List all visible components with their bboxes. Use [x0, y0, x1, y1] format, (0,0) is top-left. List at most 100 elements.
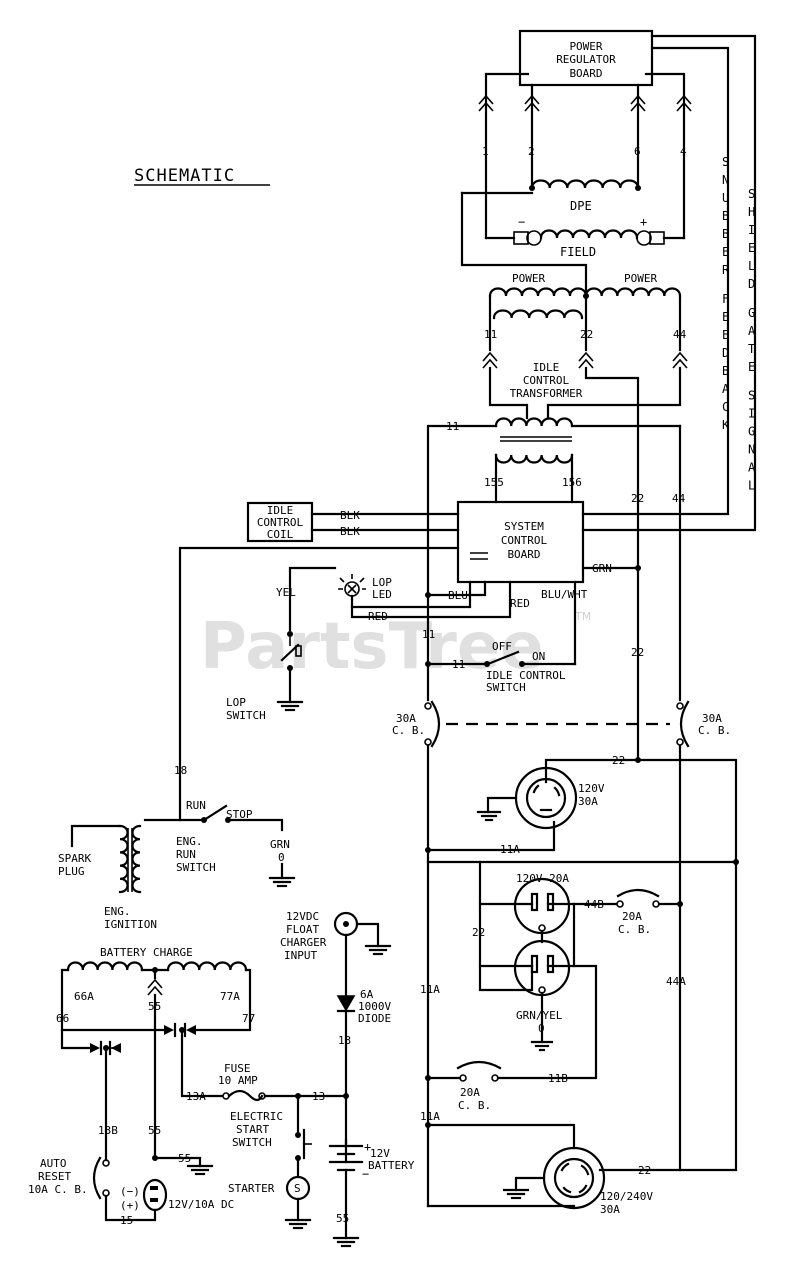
receptacle-120-240v-30a: 120/240V 30A: [426, 1123, 653, 1216]
svg-text:C. B.: C. B.: [392, 724, 425, 737]
wire-11a-low-label: 11A: [420, 1110, 440, 1123]
svg-text:30A: 30A: [578, 795, 598, 808]
cb-30a-right: 30A C. B.: [676, 700, 731, 904]
wire-55-ground-label: 55: [178, 1152, 191, 1165]
duplex-receptacle-120v-20a: 120V 20A GRN/YEL 0 22: [472, 872, 576, 1052]
dc-output-receptacle: (−) (+) 12V/10A DC: [120, 1178, 234, 1212]
svg-text:+: +: [640, 215, 647, 229]
svg-text:BLK: BLK: [340, 525, 360, 538]
wire-22-mid-label: 22: [631, 646, 644, 659]
svg-text:120V: 120V: [578, 782, 605, 795]
svg-text:6A: 6A: [360, 988, 374, 1001]
charge-diodes: [90, 1022, 196, 1056]
wire-11a-label: 11A: [500, 843, 520, 856]
wire-11b-label: 11B: [548, 1072, 568, 1085]
dpe-coil: DPE: [460, 179, 641, 298]
svg-text:20A: 20A: [460, 1086, 480, 1099]
diode-6a: 6A 1000V DIODE 13: [336, 988, 391, 1164]
pin-4-label: 4: [680, 145, 687, 158]
svg-text:(−): (−): [120, 1185, 140, 1198]
svg-text:30A: 30A: [702, 712, 722, 725]
battery-12v: + − 12V BATTERY 55: [328, 1138, 415, 1248]
svg-text:PLUG: PLUG: [58, 865, 85, 878]
battery-charge-winding: BATTERY CHARGE 55 66A 77A 66 77: [56, 946, 255, 1160]
svg-text:INPUT: INPUT: [284, 949, 317, 962]
svg-text:DIODE: DIODE: [358, 1012, 391, 1025]
svg-text:AUTO: AUTO: [40, 1157, 67, 1170]
wire-18: [178, 546, 460, 822]
svg-text:BLK: BLK: [340, 509, 360, 522]
auto-reset-cb: AUTO RESET 10A C. B. 15: [28, 1156, 157, 1227]
float-charger-input: 12VDC FLOAT CHARGER INPUT: [280, 910, 392, 998]
svg-text:IDLE: IDLE: [267, 504, 294, 517]
svg-text:44: 44: [673, 328, 687, 341]
svg-text:ON: ON: [532, 650, 545, 663]
fuse-10amp: FUSE 10 AMP: [218, 1062, 266, 1102]
receptacle-120v-30a: 120V 30A: [426, 766, 605, 852]
svg-text:DPE: DPE: [570, 199, 592, 213]
svg-text:77A: 77A: [220, 990, 240, 1003]
engine-ignition: SPARK PLUG ENG. IGNITION: [58, 824, 157, 931]
svg-text:12V/10A DC: 12V/10A DC: [168, 1198, 234, 1211]
power-coils: POWER POWER 11 22 44: [482, 272, 688, 369]
svg-text:FLOAT: FLOAT: [286, 923, 319, 936]
pin1-wire: [484, 72, 530, 240]
wire-22-right: [598, 758, 738, 1172]
wire-22-low-label: 22: [638, 1164, 651, 1177]
wire-22-rec: [544, 758, 640, 784]
pin-6-label: 6: [634, 145, 641, 158]
svg-text:START: START: [236, 1123, 269, 1136]
lop-switch: LOP SWITCH: [226, 631, 304, 722]
red-label-1: RED: [368, 610, 388, 623]
diagram-title: SCHEMATIC: [134, 166, 235, 186]
svg-text:−: −: [362, 1167, 369, 1181]
svg-text:FIELD: FIELD: [560, 245, 596, 259]
svg-text:22: 22: [580, 328, 593, 341]
svg-text:12VDC: 12VDC: [286, 910, 319, 923]
wire-55-ground: [153, 1156, 202, 1168]
system-control-board: SYSTEM CONTROL BOARD: [456, 500, 585, 584]
svg-text:12V: 12V: [370, 1147, 390, 1160]
svg-text:LED: LED: [372, 588, 392, 601]
svg-text:SWITCH: SWITCH: [226, 709, 266, 722]
wire-44a-label: 44A: [666, 975, 686, 988]
wire-13-label: 13: [312, 1090, 325, 1103]
svg-text:ELECTRIC: ELECTRIC: [230, 1110, 283, 1123]
cb-20a-low: 20A C. B.: [456, 1060, 502, 1112]
svg-text:15: 15: [120, 1214, 133, 1227]
svg-text:155: 155: [484, 476, 504, 489]
svg-text:11: 11: [484, 328, 497, 341]
svg-text:SWITCH: SWITCH: [486, 681, 526, 694]
svg-text:RESET: RESET: [38, 1170, 71, 1183]
svg-text:POWER: POWER: [569, 40, 602, 53]
red-label-2: RED: [510, 597, 530, 610]
svg-text:BATTERY CHARGE: BATTERY CHARGE: [100, 946, 193, 959]
blu-label: BLU: [448, 589, 468, 602]
wire-44b-label: 44B: [584, 898, 604, 911]
svg-text:BATTERY: BATTERY: [368, 1159, 415, 1172]
blu-wht-label: BLU/WHT: [541, 588, 588, 601]
svg-text:SWITCH: SWITCH: [176, 861, 216, 874]
lop-led: LOP LED: [338, 574, 392, 601]
cb-30a-left: 30A C. B.: [392, 700, 441, 1208]
svg-text:POWER: POWER: [512, 272, 545, 285]
power-regulator-board: POWER REGULATOR BOARD: [518, 29, 654, 87]
blu-wire: [426, 580, 487, 597]
svg-text:30A: 30A: [600, 1203, 620, 1216]
pin-2-label: 2: [528, 145, 535, 158]
svg-text:+: +: [364, 1140, 371, 1154]
wire-11a-mid-label: 11A: [420, 983, 440, 996]
wire-22-label: 22: [631, 492, 644, 505]
svg-text:IDLE CONTROL: IDLE CONTROL: [486, 669, 566, 682]
svg-text:22: 22: [472, 926, 485, 939]
starter-motor: S STARTER: [228, 1175, 312, 1230]
idle-control-coil: IDLE CONTROL COIL BLK BLK: [246, 501, 460, 543]
svg-text:0: 0: [278, 851, 285, 864]
svg-text:CONTROL: CONTROL: [257, 516, 304, 529]
wire-11-switch-label: 11: [452, 658, 465, 671]
svg-text:ENG.: ENG.: [104, 905, 131, 918]
